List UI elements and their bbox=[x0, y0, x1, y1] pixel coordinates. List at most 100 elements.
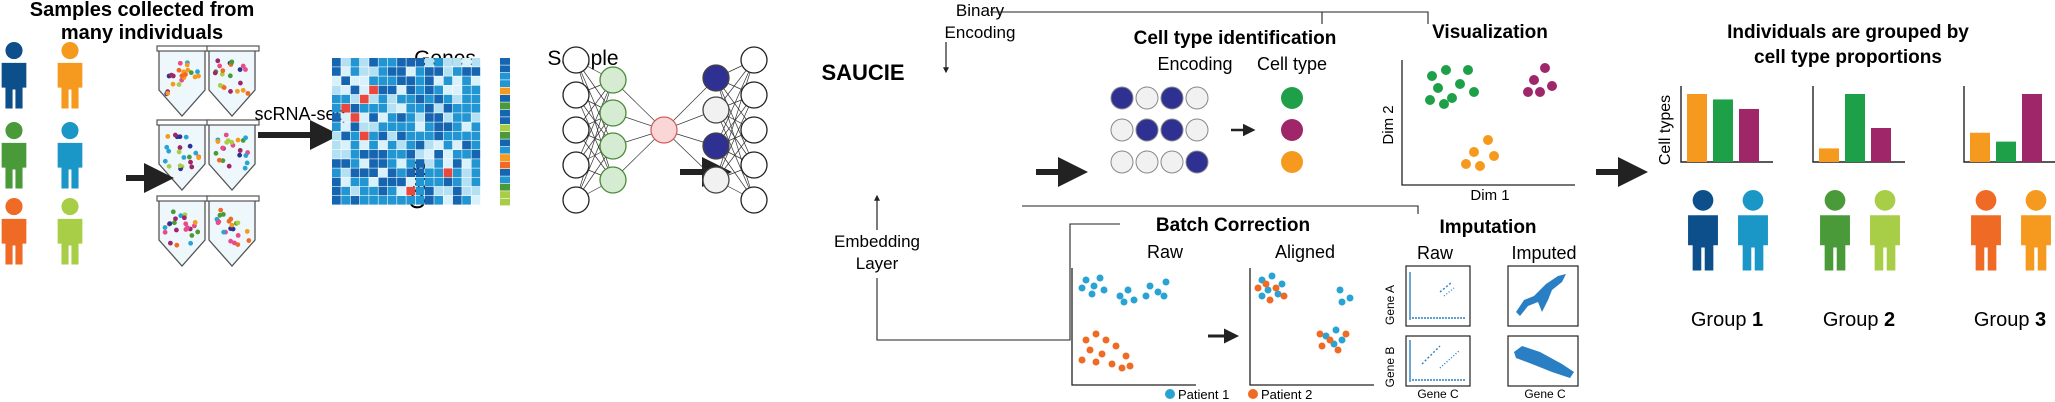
person-icon bbox=[57, 42, 83, 109]
group-bar bbox=[1687, 94, 1707, 162]
output-node bbox=[740, 81, 768, 109]
batch-raw-axes bbox=[1071, 268, 1196, 386]
network-edge bbox=[575, 79, 614, 201]
batch-point-patient1 bbox=[1096, 274, 1104, 282]
group-label-prefix: Group bbox=[1974, 309, 2035, 331]
viz-point bbox=[1463, 65, 1473, 75]
imputation-raw-b-points bbox=[1409, 340, 1466, 382]
encoding-bit bbox=[1185, 86, 1209, 110]
group-bar bbox=[1871, 128, 1891, 162]
legend-patient1-marker bbox=[1165, 389, 1175, 399]
group-bar bbox=[1819, 148, 1839, 162]
batch-point-patient2 bbox=[1318, 342, 1326, 350]
network-edge bbox=[575, 59, 614, 147]
imputation-title: Imputation bbox=[1439, 217, 1536, 238]
batch-point-patient2 bbox=[1316, 330, 1324, 338]
batch-point-patient2 bbox=[1112, 342, 1120, 350]
batch-point-patient1 bbox=[1258, 292, 1266, 300]
binary-encoding-label-line2: Encoding bbox=[945, 23, 1016, 42]
batch-point-patient1 bbox=[1124, 286, 1132, 294]
batch-point-patient1 bbox=[1278, 280, 1286, 288]
tube-icon bbox=[156, 195, 210, 267]
binary-node bbox=[702, 132, 730, 160]
batch-title: Batch Correction bbox=[1156, 215, 1310, 236]
batch-point-patient2 bbox=[1122, 352, 1130, 360]
viz-scatter-points bbox=[1425, 63, 1557, 171]
batch-point-patient1 bbox=[1088, 290, 1096, 298]
group-label-number: 1 bbox=[1752, 309, 1763, 331]
groups-ylabel: Cell types bbox=[1657, 95, 1674, 165]
hidden-node bbox=[599, 166, 627, 194]
batch-scatter-points bbox=[1078, 272, 1354, 372]
group-label-number: 3 bbox=[2035, 309, 2046, 331]
batch-point-patient1 bbox=[1090, 282, 1098, 290]
batch-point-patient1 bbox=[1082, 276, 1090, 284]
hidden-node bbox=[599, 99, 627, 127]
encoding-bit bbox=[1160, 150, 1184, 174]
batch-correction-section: Batch Correction Raw Aligned Patient 1 P… bbox=[1071, 215, 1374, 402]
groups-section: Individuals are grouped by cell type pro… bbox=[1657, 22, 2055, 331]
groups-title-line2: cell type proportions bbox=[1754, 47, 1942, 68]
viz-point bbox=[1425, 95, 1435, 105]
output-node bbox=[740, 116, 768, 144]
batch-point-patient2 bbox=[1092, 330, 1100, 338]
group-bar bbox=[1996, 141, 2016, 162]
batch-point-patient1 bbox=[1162, 278, 1170, 286]
viz-point bbox=[1427, 71, 1437, 81]
viz-point bbox=[1535, 87, 1545, 97]
batch-point-patient1 bbox=[1264, 286, 1272, 294]
viz-point bbox=[1441, 65, 1451, 75]
batch-point-patient1 bbox=[1268, 272, 1276, 280]
batch-point-patient1 bbox=[1120, 298, 1128, 306]
batch-point-patient1 bbox=[1154, 288, 1162, 296]
tube-icon bbox=[206, 119, 260, 191]
connector-embedding-to-batch bbox=[876, 223, 1120, 341]
output-node bbox=[740, 151, 768, 179]
samples-section: Samples collected from many individuals bbox=[1, 0, 260, 267]
viz-ylabel: Dim 2 bbox=[1380, 105, 1397, 144]
batch-point-patient1 bbox=[1100, 286, 1108, 294]
batch-point-patient2 bbox=[1254, 284, 1262, 292]
viz-xlabel: Dim 1 bbox=[1470, 187, 1509, 204]
imputation-panel-raw-a bbox=[1405, 265, 1471, 327]
batch-point-patient2 bbox=[1334, 346, 1342, 354]
encoding-bit bbox=[1135, 118, 1159, 142]
viz-point bbox=[1523, 87, 1533, 97]
batch-point-patient2 bbox=[1118, 364, 1126, 372]
viz-point bbox=[1439, 99, 1449, 109]
encoding-bit bbox=[1110, 118, 1134, 142]
group-chart bbox=[1680, 86, 1773, 163]
input-node bbox=[562, 116, 590, 144]
imputation-panel-imputed-b bbox=[1507, 335, 1579, 387]
group-bar bbox=[1845, 94, 1865, 162]
encoding-bit bbox=[1160, 86, 1184, 110]
legend-patient2-label: Patient 2 bbox=[1261, 387, 1312, 402]
viz-point bbox=[1469, 87, 1479, 97]
hidden-node bbox=[599, 132, 627, 160]
encoding-grid bbox=[1110, 86, 1303, 174]
visualization-title: Visualization bbox=[1432, 22, 1548, 43]
binary-node bbox=[702, 166, 730, 194]
batch-point-patient2 bbox=[1082, 336, 1090, 344]
network-edge bbox=[715, 59, 755, 147]
batch-point-patient1 bbox=[1346, 294, 1354, 302]
viz-axes bbox=[1401, 60, 1575, 186]
person-icon bbox=[1820, 190, 1850, 271]
saucie-network: SAUCIE Binary Encoding Embedding Layer bbox=[562, 1, 1429, 341]
group-label: Group 1 bbox=[1691, 309, 1763, 331]
gene-c-label-imputed: Gene C bbox=[1524, 387, 1566, 401]
batch-point-patient1 bbox=[1338, 298, 1346, 306]
group-label-prefix: Group bbox=[1823, 309, 1884, 331]
viz-point bbox=[1540, 63, 1550, 73]
batch-point-patient1 bbox=[1130, 296, 1138, 304]
viz-point bbox=[1475, 161, 1485, 171]
person-icon bbox=[1738, 190, 1768, 271]
imputation-raw-a-points bbox=[1409, 272, 1466, 320]
group-bar bbox=[1739, 108, 1759, 162]
person-icon bbox=[57, 198, 83, 265]
cell-type-identification: Cell type identification Encoding Cell t… bbox=[1110, 28, 1336, 174]
tube-icon bbox=[206, 195, 260, 267]
viz-point bbox=[1469, 147, 1479, 157]
